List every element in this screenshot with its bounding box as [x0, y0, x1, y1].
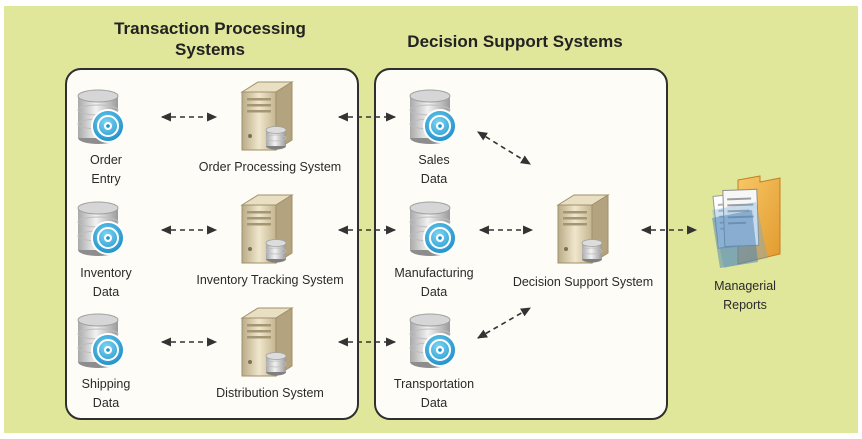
database-icon — [408, 200, 458, 260]
manufacturing-data-line1: Manufacturing — [394, 266, 474, 280]
order-processing-system-label: Order Processing System — [198, 160, 342, 174]
server-icon — [236, 80, 298, 154]
tps-group-title: Transaction Processing Systems — [95, 18, 325, 60]
database-icon — [76, 88, 126, 148]
database-icon — [408, 312, 458, 372]
server-icon — [236, 193, 298, 267]
distribution-system-label: Distribution System — [216, 386, 324, 400]
sales-data-line2: Data — [420, 172, 448, 186]
managerial-reports-line1: Managerial — [714, 279, 776, 293]
manufacturing-data-label: Manufacturing Data — [384, 264, 484, 302]
sales-data-label: Sales Data — [384, 151, 484, 189]
inventory-tracking-system-label: Inventory Tracking System — [196, 273, 344, 287]
database-icon — [76, 312, 126, 372]
arrow-sales-dss — [477, 131, 531, 165]
order-entry-label: Order Entry — [65, 151, 147, 189]
managerial-reports-line2: Reports — [723, 298, 767, 312]
database-icon — [408, 88, 458, 148]
sales-data-line1: Sales — [418, 153, 450, 167]
inventory-data-label: Inventory Data — [65, 264, 147, 302]
database-icon — [76, 200, 126, 260]
dss-group-title: Decision Support Systems — [395, 31, 635, 52]
folder-documents-icon — [708, 174, 784, 270]
shipping-data-line2: Data — [92, 396, 120, 410]
server-icon — [236, 306, 298, 380]
manufacturing-data-line2: Data — [420, 285, 448, 299]
tps-title-line1: Transaction Processing — [114, 19, 306, 38]
shipping-data-line1: Shipping — [81, 377, 131, 391]
order-entry-line2: Entry — [91, 172, 121, 186]
dss-title-text: Decision Support Systems — [407, 32, 623, 51]
order-entry-line1: Order — [90, 153, 122, 167]
managerial-reports-label: Managerial Reports — [700, 277, 790, 315]
server-icon — [552, 193, 614, 267]
shipping-data-label: Shipping Data — [65, 375, 147, 413]
transportation-data-line2: Data — [420, 396, 448, 410]
inventory-data-line2: Data — [92, 285, 120, 299]
transportation-data-label: Transportation Data — [380, 375, 488, 413]
inventory-data-line1: Inventory — [80, 266, 132, 280]
transportation-data-line1: Transportation — [393, 377, 475, 391]
tps-title-line2: Systems — [175, 40, 245, 59]
decision-support-system-label: Decision Support System — [512, 275, 654, 289]
arrow-transportation-dss — [477, 307, 531, 339]
